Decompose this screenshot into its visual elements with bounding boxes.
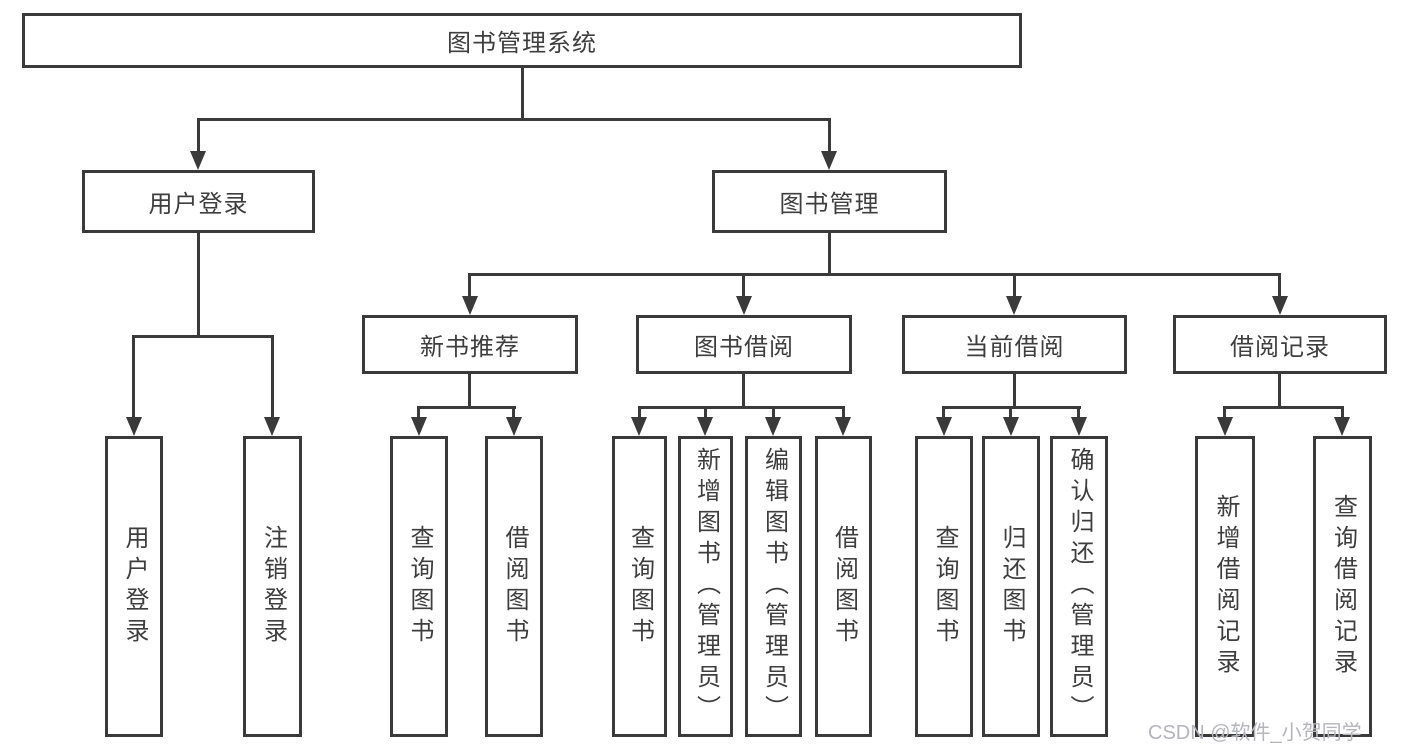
connector-line [468,273,1281,276]
arrow-down-icon [190,151,206,170]
node-book-management: 图书管理 [712,170,947,233]
connector-line [704,406,707,419]
leaf-label: 借阅图书 [501,524,528,649]
connector-line [417,406,516,409]
leaf-edit-books-admin: 编辑图书（管理员） [745,436,802,737]
node-book-borrow: 图书借阅 [636,315,852,374]
leaf-query-borrow-record: 查询借阅记录 [1313,436,1372,737]
leaf-label: 查询图书 [626,524,654,649]
connector-line [1341,406,1344,419]
arrow-down-icon [1006,296,1022,315]
arrow-down-icon [1272,296,1288,315]
leaf-logout: 注销登录 [243,436,302,737]
connector-line [638,406,641,419]
leaf-query-books-recommend: 查询图书 [390,436,448,737]
node-library-management-system: 图书管理系统 [22,13,1022,68]
leaf-label: 查询借阅记录 [1329,493,1357,680]
arrow-down-icon [936,417,952,436]
leaf-label: 注销登录 [259,524,287,649]
connector-line [1013,273,1016,298]
connector-line [1077,406,1080,419]
arrow-down-icon [765,417,781,436]
node-user-login: 用户登录 [82,170,315,233]
arrow-down-icon [821,151,837,170]
arrow-down-icon [1003,417,1019,436]
arrow-down-icon [264,417,280,436]
connector-line [1278,372,1281,406]
connector-line [521,66,524,118]
leaf-add-books-admin: 新增图书（管理员） [678,436,733,737]
connector-line [1009,406,1012,419]
connector-line [468,273,471,298]
connector-line [197,118,200,154]
leaf-borrow-books: 借阅图书 [815,436,872,737]
arrow-down-icon [736,296,752,315]
connector-line [512,406,515,419]
connector-line [638,406,845,409]
connector-line [132,335,135,418]
node-borrow-records: 借阅记录 [1173,315,1387,374]
arrow-down-icon [835,417,851,436]
connector-line [1278,273,1281,298]
leaf-label: 查询图书 [406,524,433,649]
connector-line [197,231,200,335]
connector-line [1223,406,1344,409]
connector-line [1223,406,1226,419]
arrow-down-icon [697,417,713,436]
leaf-borrow-books-recommend: 借阅图书 [485,436,543,737]
leaf-label: 归还图书 [998,524,1025,649]
connector-line [271,335,274,418]
csdn-watermark: CSDN @软件_小贺同学 [1148,722,1362,744]
arrow-down-icon [1334,417,1350,436]
node-current-borrow: 当前借阅 [902,315,1127,374]
connector-line [842,406,845,419]
connector-line [828,231,831,273]
connector-line [1013,372,1016,406]
connector-line [828,118,831,154]
arrow-down-icon [1071,417,1087,436]
arrow-down-icon [411,417,427,436]
leaf-add-borrow-record: 新增借阅记录 [1195,436,1255,737]
leaf-label: 借阅图书 [830,524,858,649]
connector-line [468,372,471,406]
connector-line [742,273,745,298]
leaf-label: 新增图书（管理员） [692,447,720,726]
arrow-down-icon [631,417,647,436]
leaf-user-login: 用户登录 [105,436,163,737]
leaf-label: 新增借阅记录 [1212,493,1239,680]
leaf-confirm-return-admin: 确认归还（管理员） [1050,436,1108,737]
arrow-down-icon [1217,417,1233,436]
leaf-label: 编辑图书（管理员） [760,447,788,726]
arrow-down-icon [126,417,142,436]
node-new-book-recommend: 新书推荐 [362,315,578,374]
leaf-query-books: 查询图书 [612,436,667,737]
connector-line [132,335,274,338]
connector-line [942,406,945,419]
leaf-label: 用户登录 [121,524,148,649]
leaf-label: 确认归还（管理员） [1066,447,1093,726]
leaf-label: 查询图书 [931,524,958,649]
arrow-down-icon [506,417,522,436]
connector-line [772,406,775,419]
leaf-query-books-current: 查询图书 [915,436,973,737]
connector-line [417,406,420,419]
arrow-down-icon [462,296,478,315]
connector-line [742,372,745,406]
leaf-return-books: 归还图书 [982,436,1040,737]
connector-line [197,118,831,121]
